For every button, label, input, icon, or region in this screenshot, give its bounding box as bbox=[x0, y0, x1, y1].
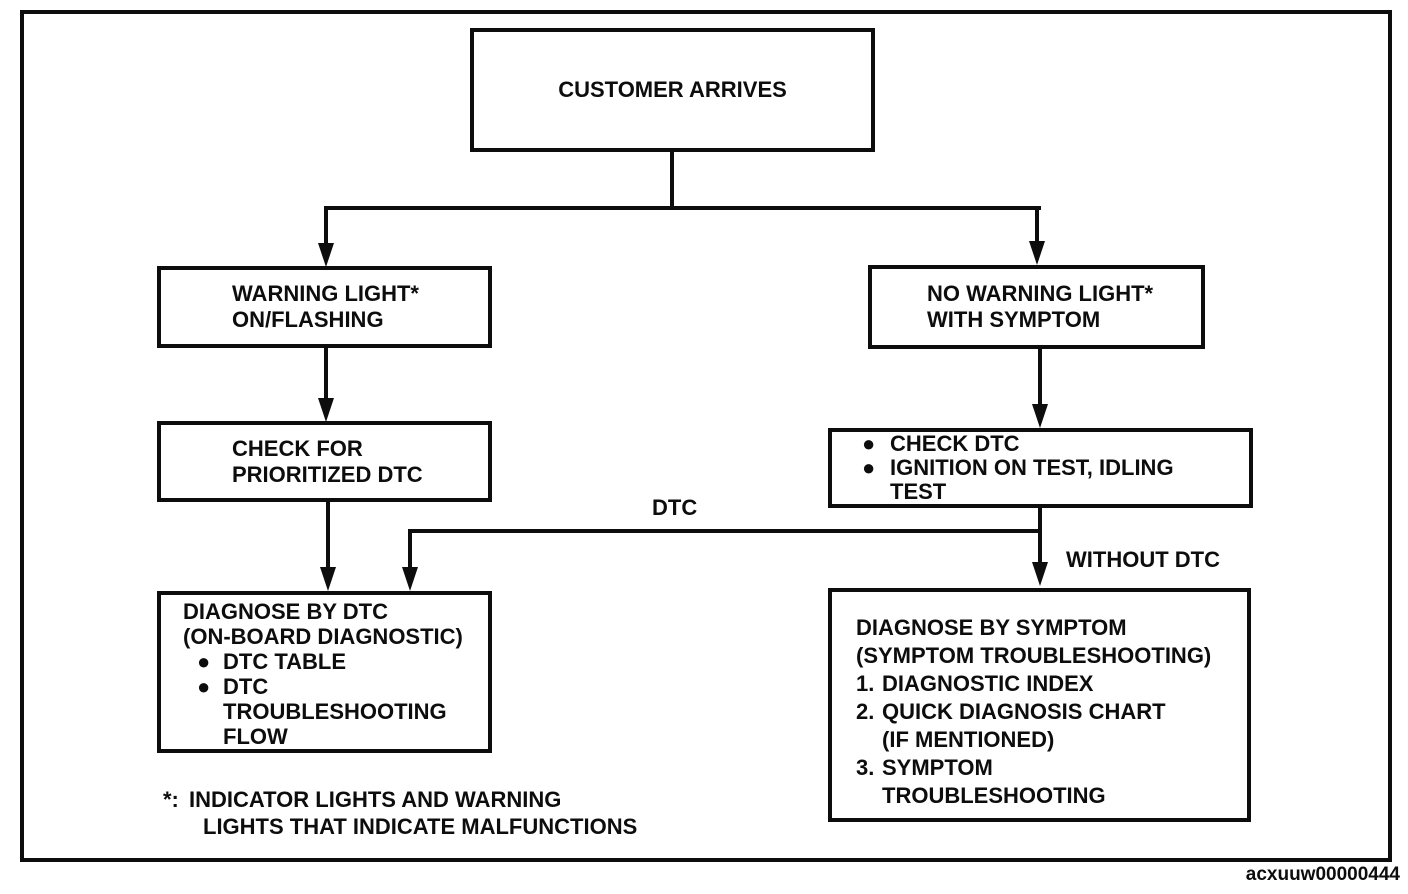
arrowhead-into-diagsym bbox=[1032, 562, 1048, 586]
node-diagnose-by-symptom: DIAGNOSE BY SYMPTOM (SYMPTOM TROUBLESHOO… bbox=[828, 588, 1251, 822]
node-line-text: QUICK DIAGNOSIS CHART bbox=[882, 699, 1166, 724]
node-line-text: TROUBLESHOOTING bbox=[882, 783, 1106, 808]
node-warning-light-on-flashing: WARNING LIGHT* ON/FLASHING bbox=[157, 266, 492, 348]
arrowhead-into-warning-light bbox=[318, 243, 334, 267]
node-line-text: WITH SYMPTOM bbox=[927, 307, 1101, 332]
connector-checkpri-to-diagdtc bbox=[326, 500, 330, 569]
bullet-marker: ● bbox=[862, 455, 876, 480]
connector-right-drop bbox=[1035, 206, 1039, 243]
arrowhead-into-diagdtc-dtc bbox=[402, 567, 418, 591]
footnote-line-text: INDICATOR LIGHTS AND WARNING bbox=[189, 787, 562, 812]
node-line-text: DIAGNOSE BY SYMPTOM bbox=[856, 615, 1127, 640]
node-no-warning-light-with-symptom: NO WARNING LIGHT* WITH SYMPTOM bbox=[868, 265, 1205, 349]
node-line-text: FLOW bbox=[223, 724, 288, 749]
arrowhead-into-no-warning-light bbox=[1029, 241, 1045, 265]
bullet-marker: ● bbox=[197, 674, 211, 699]
connector-checkdtc-to-symptom bbox=[1038, 506, 1042, 564]
node-line-text: CHECK DTC bbox=[890, 431, 1020, 456]
edge-label-dtc: DTC bbox=[652, 495, 698, 520]
node-line-text: TROUBLESHOOTING bbox=[223, 699, 447, 724]
arrowhead-into-checkpri bbox=[318, 398, 334, 422]
connector-top-tee bbox=[324, 206, 1041, 210]
node-check-dtc-ignition-test: ● CHECK DTC ● IGNITION ON TEST, IDLING TES… bbox=[828, 428, 1253, 508]
asterisk-marker: *: bbox=[163, 787, 179, 812]
number-marker: 3. bbox=[856, 755, 875, 780]
node-line-text: CHECK FOR bbox=[232, 435, 363, 461]
node-diagnose-by-dtc: DIAGNOSE BY DTC (ON-BOARD DIAGNOSTIC) ● D… bbox=[157, 591, 492, 753]
connector-dtc-branch bbox=[408, 529, 1042, 533]
node-line-text: (ON-BOARD DIAGNOSTIC) bbox=[183, 624, 463, 649]
figure-code: acxuuw00000444 bbox=[1245, 864, 1400, 885]
arrowhead-into-diagdtc-left bbox=[320, 567, 336, 591]
arrowhead-into-checkdtc bbox=[1032, 404, 1048, 428]
connector-dtc-elbow-drop bbox=[408, 529, 412, 569]
node-check-for-prioritized-dtc: CHECK FOR PRIORITIZED DTC bbox=[157, 421, 492, 502]
node-customer-arrives: CUSTOMER ARRIVES bbox=[470, 28, 875, 152]
node-line-text: ON/FLASHING bbox=[232, 307, 384, 332]
node-line-text: DTC TABLE bbox=[223, 649, 347, 674]
connector-customer-stem bbox=[670, 150, 674, 210]
node-line-text: IGNITION ON TEST, IDLING bbox=[890, 455, 1174, 480]
number-marker: 2. bbox=[856, 699, 875, 724]
node-line-text: CUSTOMER ARRIVES bbox=[558, 77, 787, 102]
node-line-text: NO WARNING LIGHT* bbox=[927, 281, 1154, 306]
node-line-text: DIAGNOSTIC INDEX bbox=[882, 671, 1094, 696]
node-line-text: WARNING LIGHT* bbox=[232, 281, 419, 306]
bullet-marker: ● bbox=[197, 649, 211, 674]
node-line-text: (SYMPTOM TROUBLESHOOTING) bbox=[856, 643, 1212, 668]
footnote: *: INDICATOR LIGHTS AND WARNING LIGHTS TH… bbox=[163, 786, 637, 840]
node-line-text: DIAGNOSE BY DTC bbox=[183, 599, 388, 624]
node-line-text: SYMPTOM bbox=[882, 755, 993, 780]
bullet-marker: ● bbox=[862, 431, 876, 456]
node-line-text: TEST bbox=[890, 479, 947, 504]
node-line-text: DTC bbox=[223, 674, 269, 699]
node-line-text: (IF MENTIONED) bbox=[882, 727, 1055, 752]
number-marker: 1. bbox=[856, 671, 875, 696]
connector-left-drop bbox=[324, 206, 328, 245]
footnote-line-text: LIGHTS THAT INDICATE MALFUNCTIONS bbox=[203, 814, 638, 839]
connector-warning-to-checkpri bbox=[324, 346, 328, 400]
node-line-text: PRIORITIZED DTC bbox=[232, 461, 423, 487]
bullet-list: ● DTC TABLE ● DTC TROUBLESHOOTING FLOW bbox=[197, 649, 488, 749]
edge-label-without-dtc: WITHOUT DTC bbox=[1066, 547, 1220, 572]
connector-nowarning-to-checkdtc bbox=[1038, 347, 1042, 406]
